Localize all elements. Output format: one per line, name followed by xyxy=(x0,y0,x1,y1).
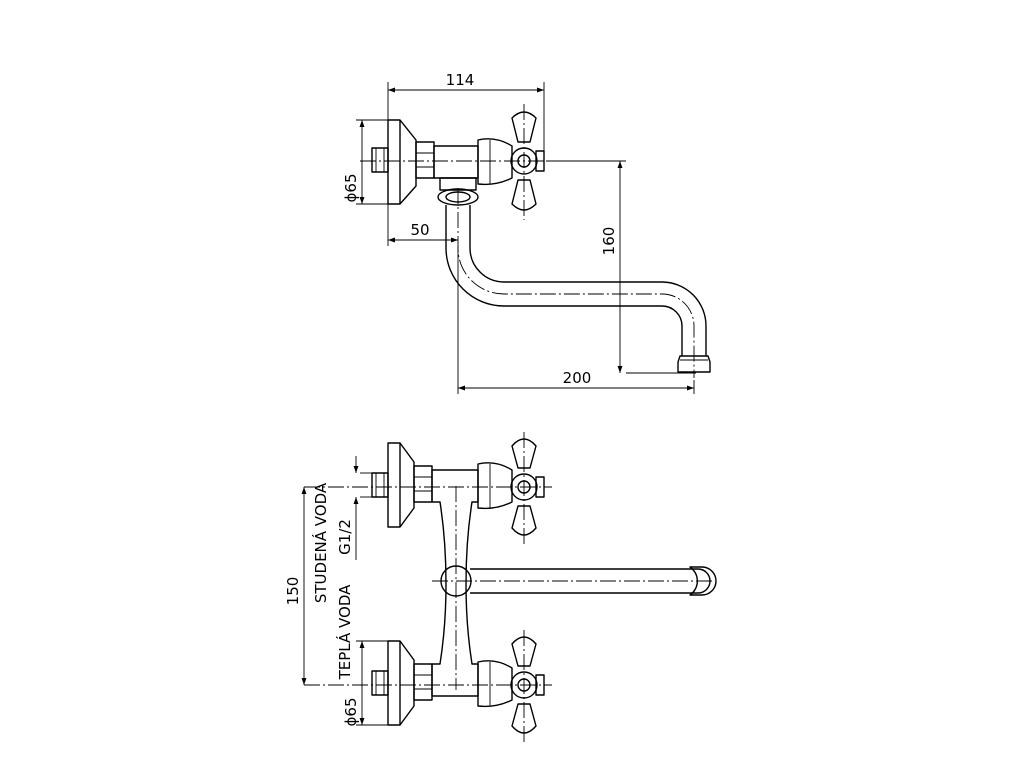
label-thread: G1/2 xyxy=(336,519,354,555)
centerlines-front xyxy=(304,432,712,742)
dim-150: 150 xyxy=(284,577,302,606)
side-view: 114 ϕ65 50 160 200 xyxy=(342,71,711,394)
centerlines-top xyxy=(360,104,695,378)
dimension-lines-top xyxy=(359,87,694,391)
dim-50: 50 xyxy=(410,221,429,239)
dim-65-bottom: ϕ65 xyxy=(342,698,360,727)
dim-200: 200 xyxy=(563,369,592,387)
wall-flange-top xyxy=(371,119,417,205)
lower-inlet xyxy=(371,640,433,726)
label-hot-water: TEPLÁ VODA xyxy=(335,584,354,681)
upper-inlet xyxy=(371,442,433,528)
dim-65-top: ϕ65 xyxy=(342,174,360,203)
dim-114: 114 xyxy=(446,71,475,89)
mixer-body xyxy=(431,469,479,697)
spout-pipe xyxy=(445,205,711,373)
label-cold-water: STUDENÁ VODA xyxy=(311,482,330,603)
valve-body-top xyxy=(415,138,545,186)
front-view: 150 STUDENÁ VODA G1/2 TEPLÁ VODA ϕ65 xyxy=(284,432,717,742)
dimension-lines-front xyxy=(301,456,365,725)
dim-160: 160 xyxy=(600,227,618,256)
